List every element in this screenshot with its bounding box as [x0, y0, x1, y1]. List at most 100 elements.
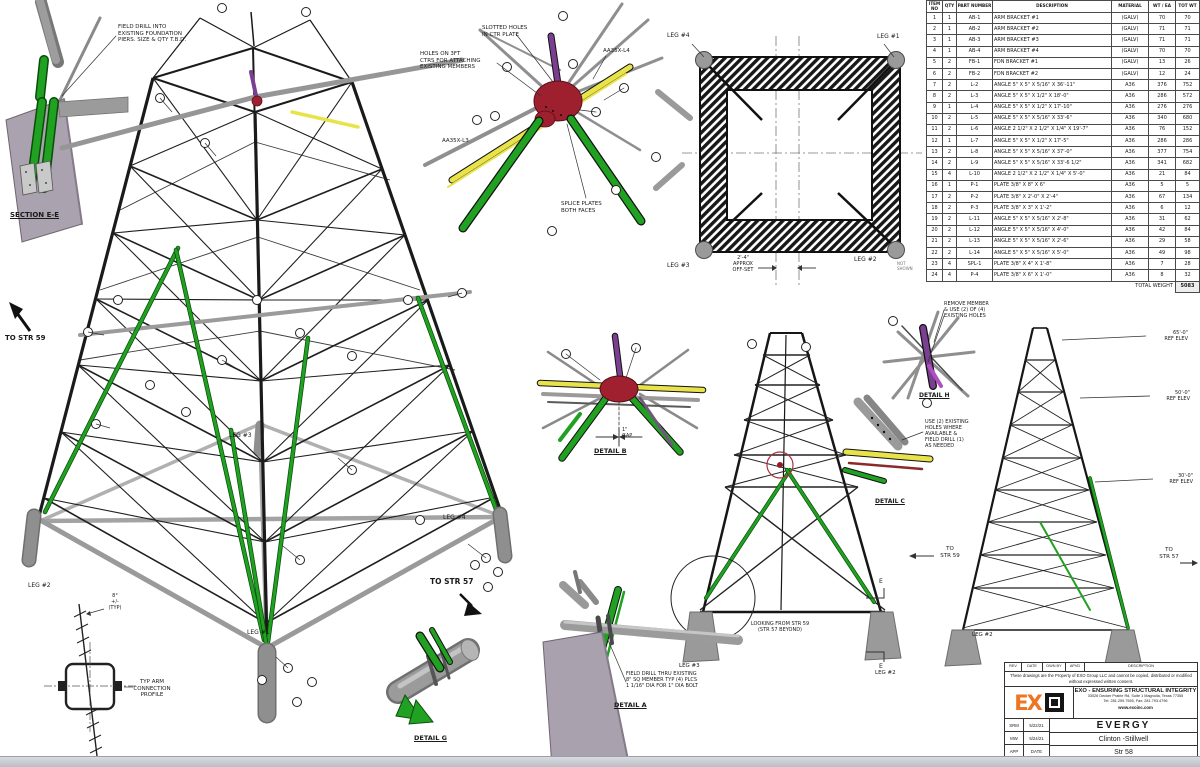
label-plan-leg2: LEG #2	[854, 256, 877, 263]
bom-col-totwt: TOT WT	[1175, 0, 1200, 13]
exo-logo: EX	[1005, 687, 1074, 718]
table-row: 4 1 AB-4 ARM BRACKET #4 (GALV) 70 70	[926, 45, 1200, 58]
company-info: EXO - ENSURING STRUCTURAL INTEGRITY 3302…	[1074, 687, 1197, 718]
company-address: 33026 Decker Prairie Rd, Suite 1 Magnoli…	[1087, 694, 1184, 698]
label-plan-leg3: LEG #3	[667, 262, 690, 269]
project-cells: EVERGY Clinton -Stillwell Str 58	[1050, 719, 1197, 758]
table-row: 23 4 SPL-1 PLATE 3/8" X 4" X 1'-8" A36 7…	[926, 258, 1200, 271]
detail-a-view	[542, 570, 743, 767]
arm-profile-view	[44, 603, 136, 757]
dim-1in-gap: 1" GAP	[622, 427, 633, 439]
table-row: 3 1 AB-3 ARM BRACKET #3 (GALV) 71 71	[926, 34, 1200, 47]
bom-total-label: TOTAL WEIGHT	[1135, 283, 1173, 290]
caption-center-elevation: LOOKING FROM STR 59 (STR 57 BEYOND)	[750, 621, 810, 633]
checked-by: MW	[1005, 732, 1024, 745]
label-to-str-59: TO STR 59	[5, 334, 46, 342]
note-field-drill-sq-member: FIELD DRILL THRU EXISTING 8" SQ MEMBER T…	[626, 671, 698, 689]
note-remove-member: REMOVE MEMBER & USE (2) OF (4) EXISTING …	[944, 301, 989, 319]
bom-col-wtea: WT / EA	[1148, 0, 1176, 13]
label-aa35x-l3: AA35X-L3	[442, 138, 469, 144]
date-col-header: DATE	[1022, 663, 1043, 671]
bom-body: 1 1 AB-1 ARM BRACKET #1 (GALV) 70 70 2 1…	[926, 11, 1200, 282]
label-right-leg2: LEG #2	[972, 632, 993, 638]
note-field-drill-foundation: FIELD DRILL INTO EXISTING FOUNDATION PIE…	[118, 24, 187, 44]
section-mark-e-top: E	[879, 578, 883, 585]
approved-by: APP	[1005, 745, 1024, 758]
table-row: 13 2 L-8 ANGLE 5" X 5" X 5/16" X 37'-0" …	[926, 146, 1200, 159]
table-row: 10 2 L-5 ANGLE 5" X 5" X 5/16" X 33'-6" …	[926, 112, 1200, 125]
signoff-cells: SRM 5/22/21 MW 5/24/21 APP DATE	[1005, 719, 1050, 758]
table-row: 17 2 P-2 PLATE 3/8" X 2'-0" X 2'-4" A36 …	[926, 190, 1200, 204]
disclaimer-text: These drawings are the Property of EXO G…	[1005, 672, 1197, 687]
note-8-degrees: 8° +/- (TYP)	[108, 593, 122, 611]
table-row: 18 2 P-3 PLATE 3/8" X 3" X 1'-2" A36 6 1…	[926, 202, 1200, 215]
bom-table: ITEM NO QTY PART NUMBER DESCRIPTION MATE…	[926, 0, 1200, 293]
bom-col-desc: DESCRIPTION	[992, 0, 1112, 13]
bottom-edge-bar	[0, 756, 1200, 767]
note-holes-3ft-ctrs: HOLES ON 3FT CTRS FOR ATTACHING EXISTING…	[420, 51, 481, 71]
bom-col-item: ITEM NO	[926, 0, 943, 13]
project-name: Clinton -Stillwell	[1050, 733, 1197, 747]
company-name-line: EXO - ENSURING STRUCTURAL INTEGRITY	[1074, 688, 1197, 694]
arm-detail-view	[423, 2, 664, 236]
table-row: 8 2 L-3 ANGLE 5" X 5" X 1/2" X 18'-0" A3…	[926, 90, 1200, 103]
note-not-shown: NOT SHOWN	[897, 261, 913, 271]
company-band: EX EXO - ENSURING STRUCTURAL INTEGRITY 3…	[1005, 687, 1197, 719]
apvd-col-header: APVD	[1066, 663, 1085, 671]
table-row: 19 2 L-11 ANGLE 5" X 5" X 5/16" X 2'-8" …	[926, 213, 1200, 226]
label-detail-g: DETAIL G	[414, 734, 447, 742]
label-elev-50: 50'-0" REF ELEV	[1166, 390, 1190, 402]
plan-view	[653, 36, 922, 288]
table-row: 9 1 L-4 ANGLE 5" X 5" X 1/2" X 17'-10" A…	[926, 101, 1200, 114]
bom-col-part: PART NUMBER	[956, 0, 993, 13]
label-elev-30: 30'-0" REF ELEV	[1169, 473, 1193, 485]
label-right-to-str-57: TO STR 57	[1159, 547, 1179, 560]
label-main-leg2: LEG #2	[28, 582, 51, 589]
table-row: 11 2 L-6 ANGLE 2 1/2" X 2 1/2" X 1/4" X …	[926, 123, 1200, 137]
detail-g-view	[386, 627, 480, 725]
label-aa35x-l4: AA35X-L4	[603, 48, 630, 54]
table-row: 5 2 FB-1 FDN BRACKET #1 (GALV) 13 26	[926, 56, 1200, 69]
table-row: 2 1 AB-2 ARM BRACKET #2 (GALV) 71 71	[926, 23, 1200, 36]
dim-offset: 2'-4" APPROX OFF-SET	[732, 255, 754, 273]
bom-total-value: 5083	[1175, 280, 1200, 293]
dwnby-col-header: DWN BY	[1043, 663, 1066, 671]
table-row: 16 1 P-1 PLATE 3/8" X 8" X 6" A36 5 5	[926, 179, 1200, 193]
table-row: 21 2 L-13 ANGLE 5" X 5" X 5/16" X 2'-6" …	[926, 235, 1200, 248]
note-use-existing-holes: USE (2) EXISTING HOLES WHERE AVAILABLE &…	[925, 419, 969, 449]
bom-total-row: TOTAL WEIGHT 5083	[927, 280, 1200, 293]
title-block: REV DATE DWN BY APVD DESCRIPTION These d…	[1004, 662, 1198, 758]
table-row: 24 4 P-4 PLATE 3/8" X 6" X 1'-0" A36 8 3…	[926, 269, 1200, 282]
rev-col-header: REV	[1005, 663, 1022, 671]
label-section-ee: SECTION E-E	[10, 211, 60, 219]
right-elevation-view	[944, 327, 1198, 667]
label-detail-a: DETAIL A	[614, 701, 647, 709]
checked-date: 5/24/21	[1024, 732, 1049, 745]
table-row: 7 2 L-2 ANGLE 5" X 5" X 5/16" X 36'-11" …	[926, 79, 1200, 92]
structure-number: Str 58	[1114, 748, 1133, 756]
table-row: 20 2 L-12 ANGLE 5" X 5" X 5/16" X 4'-0" …	[926, 224, 1200, 237]
label-main-leg1: LEG #1	[247, 629, 270, 636]
label-detail-h: DETAIL H	[919, 392, 950, 399]
label-center-to-str-59: TO STR 59	[940, 546, 960, 559]
exo-logo-o-icon	[1044, 693, 1064, 712]
label-detail-b: DETAIL B	[594, 447, 627, 455]
note-splice-plates: SPLICE PLATES BOTH FACES	[561, 201, 602, 214]
label-center-leg3: LEG #3	[679, 663, 700, 669]
bom-col-qty: QTY	[942, 0, 957, 13]
detail-h-view	[882, 309, 976, 408]
client-name: EVERGY	[1050, 719, 1197, 734]
bom-col-material: MATERIAL	[1111, 0, 1149, 13]
label-to-str-57: TO STR 57	[430, 577, 474, 586]
description-col-header: DESCRIPTION	[1128, 664, 1154, 668]
label-plan-leg4: LEG #4	[667, 32, 690, 39]
exo-logo-letters: EX	[1014, 690, 1043, 715]
approved-date: DATE	[1030, 749, 1043, 754]
revision-header-row: REV DATE DWN BY APVD DESCRIPTION	[1005, 663, 1197, 672]
label-main-leg3: LEG #3	[229, 432, 252, 439]
company-website: www.exoinc.com	[1118, 704, 1153, 710]
label-typ-arm-profile: TYP ARM CONNECTION PROFILE	[133, 679, 171, 699]
label-elev-65: 65'-0" REF ELEV	[1164, 330, 1188, 342]
